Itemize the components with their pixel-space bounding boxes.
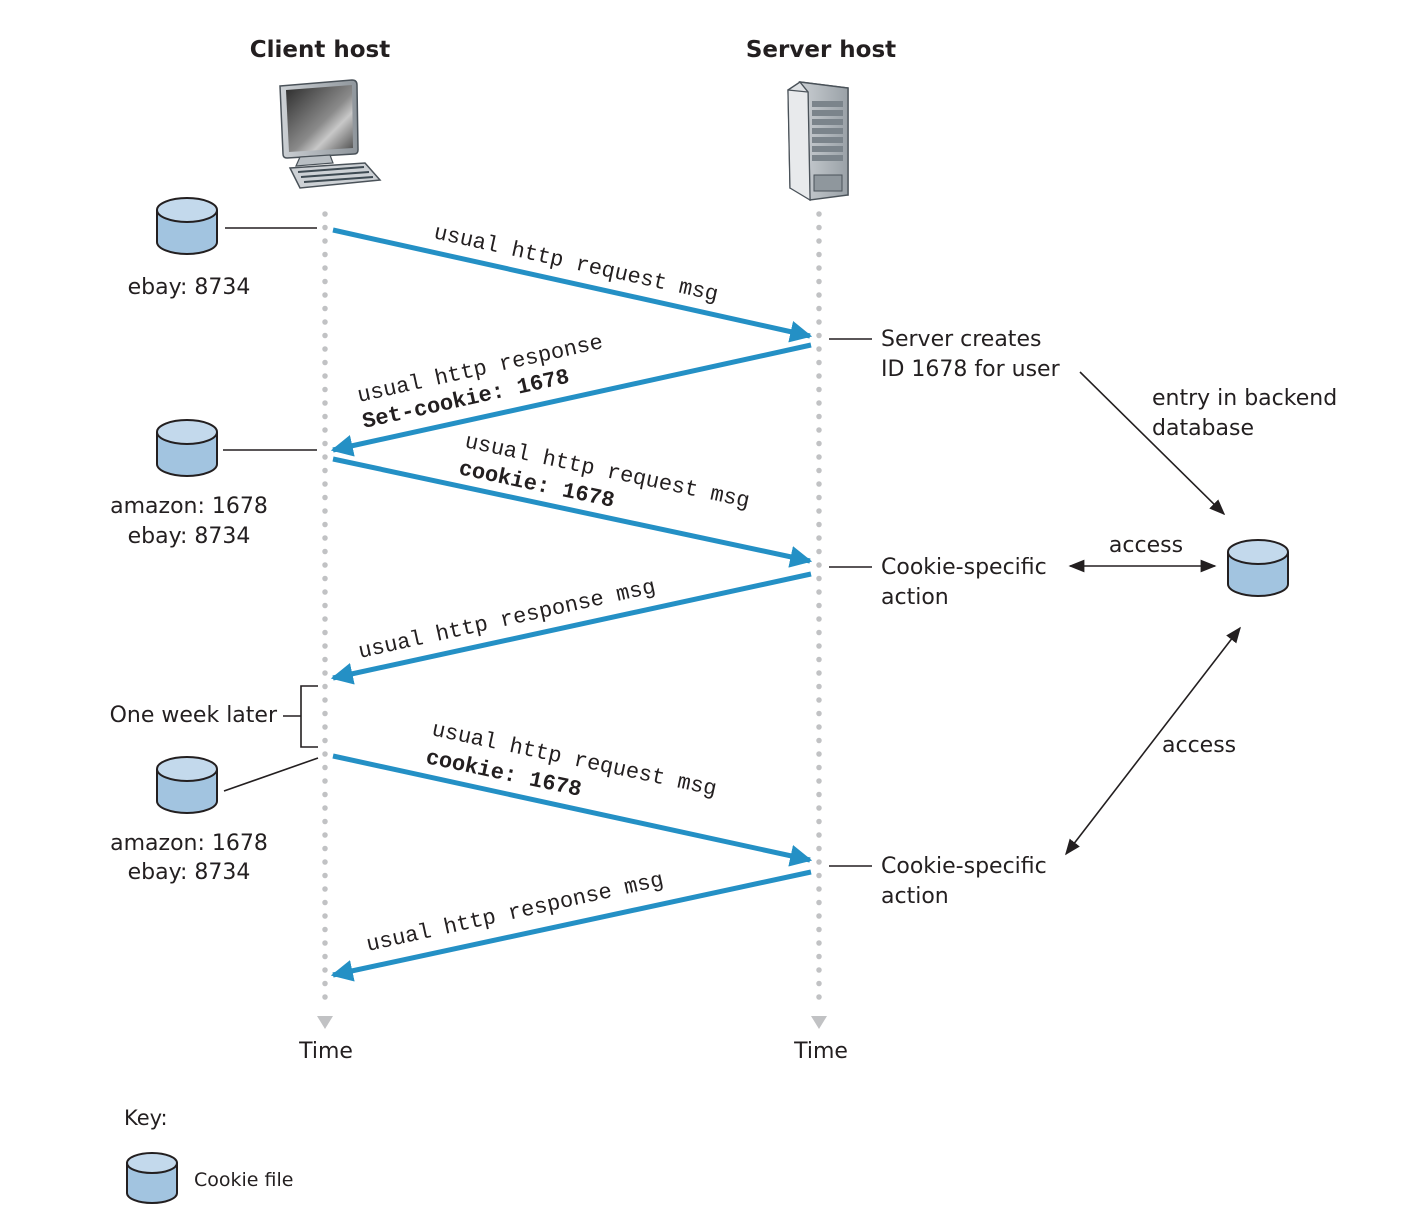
server-note-2-line-1: Cookie-specific <box>881 555 1047 580</box>
cookie-file-cylinder-icon <box>156 756 218 814</box>
access-label-2: access <box>1162 733 1236 758</box>
one-week-later-marker: One week later <box>110 685 318 748</box>
message-6-response: usual http response msg <box>330 868 812 982</box>
cookie-file-2-line-2: ebay: 8734 <box>128 524 251 549</box>
cookie-file-1: ebay: 8734 <box>128 197 317 300</box>
cookie-file-cylinder-icon <box>126 1152 178 1204</box>
cookie-file-3: amazon: 1678 ebay: 8734 <box>110 756 319 885</box>
access-arrow-1: access <box>1068 533 1217 573</box>
server-note-3-line-2: action <box>881 884 949 909</box>
cookie-file-2: amazon: 1678 ebay: 8734 <box>110 419 317 549</box>
server-note-1-line-1: Server creates <box>881 327 1041 352</box>
server-note-2-line-2: action <box>881 585 949 610</box>
entry-in-backend-label-line-2: database <box>1152 416 1254 441</box>
legend-title: Key: <box>124 1106 168 1130</box>
server-tower-icon <box>787 81 849 202</box>
desktop-computer-icon <box>279 79 382 189</box>
legend: Key: Cookie file <box>124 1106 293 1204</box>
entry-in-backend-arrow: entry in backend database <box>1079 371 1337 516</box>
message-4-response: usual http response msg <box>330 571 812 685</box>
legend-cookie-file-label: Cookie file <box>194 1169 293 1191</box>
message-3-request: usual http request msg cookie: 1678 <box>332 429 813 568</box>
server-host-label: Server host <box>746 37 896 63</box>
cookie-file-3-line-1: amazon: 1678 <box>110 831 268 856</box>
cookie-file-1-line-1: ebay: 8734 <box>128 275 251 300</box>
message-1-request: usual http request msg <box>332 220 813 343</box>
client-time-label: Time <box>298 1039 353 1064</box>
server-time-label: Time <box>793 1039 848 1064</box>
message-2-response: usual http response Set-cookie: 1678 <box>330 330 812 457</box>
server-note-2: Cookie-specific action <box>829 555 1047 610</box>
server-note-3: Cookie-specific action <box>829 854 1047 909</box>
message-5-request: usual http request msg cookie: 1678 <box>332 717 813 867</box>
cookie-file-2-line-1: amazon: 1678 <box>110 494 268 519</box>
server-time-arrow-icon <box>811 1016 827 1029</box>
cookie-file-cylinder-icon <box>156 419 218 477</box>
cookie-file-cylinder-icon <box>156 197 218 255</box>
server-note-1-line-2: ID 1678 for user <box>881 357 1061 382</box>
access-arrow-2: access <box>1065 626 1241 856</box>
client-time-arrow-icon <box>317 1016 333 1029</box>
one-week-later-label: One week later <box>110 703 278 728</box>
client-host-label: Client host <box>250 37 390 63</box>
server-note-3-line-1: Cookie-specific <box>881 854 1047 879</box>
server-note-1: Server creates ID 1678 for user <box>829 327 1061 382</box>
entry-in-backend-label-line-1: entry in backend <box>1152 386 1337 411</box>
cookie-file-3-line-2: ebay: 8734 <box>128 860 251 885</box>
access-label-1: access <box>1109 533 1183 558</box>
message-4-label: usual http response msg <box>356 575 658 665</box>
backend-database-icon <box>1227 539 1289 597</box>
